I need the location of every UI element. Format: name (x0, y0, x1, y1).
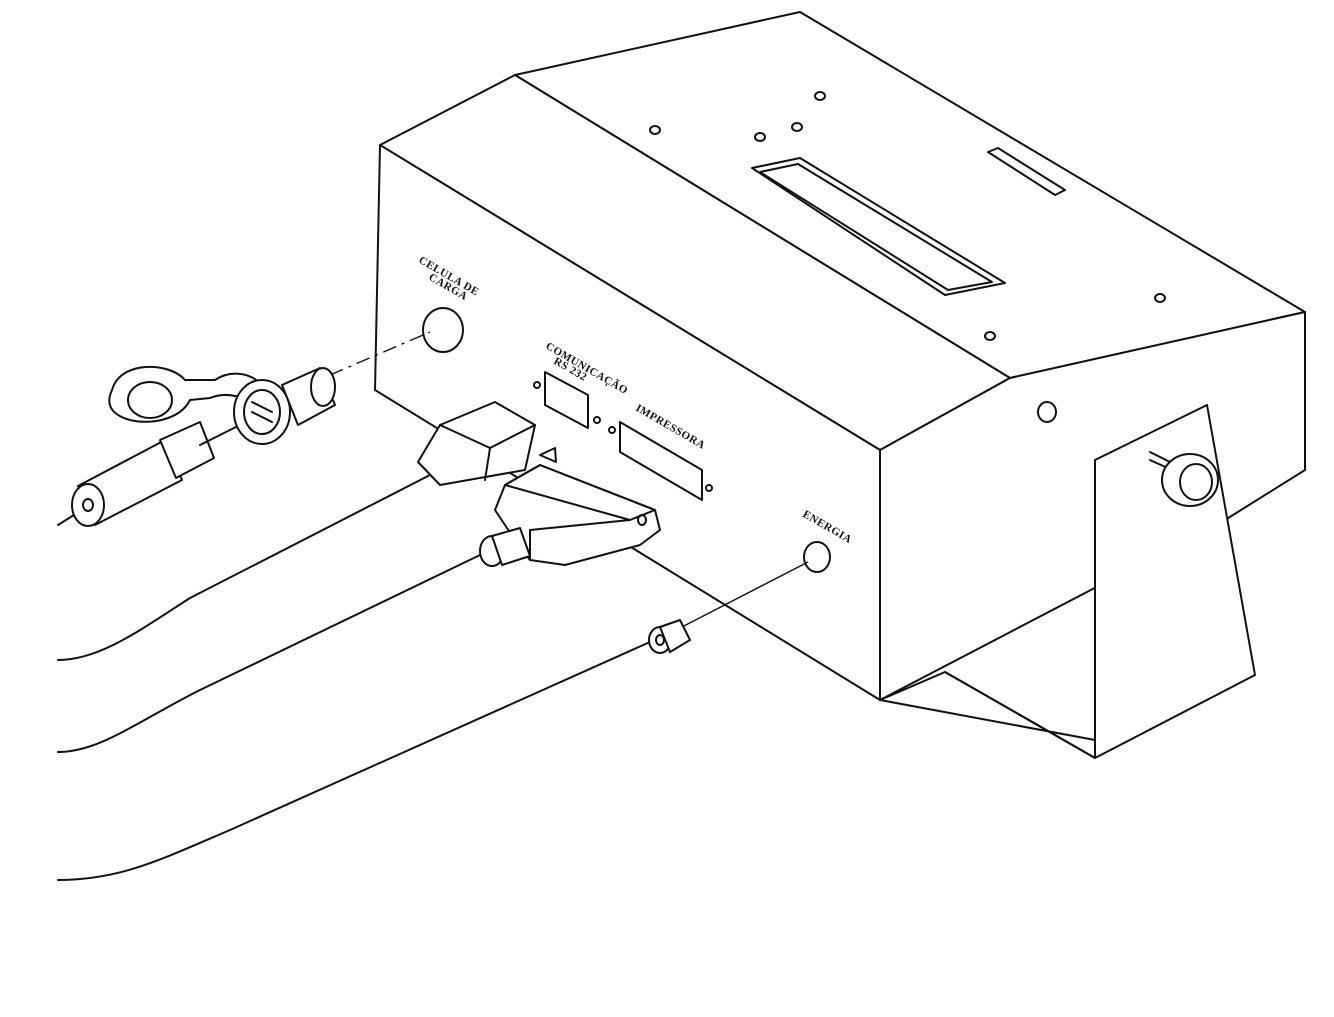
bracket-base (879, 671, 1096, 759)
knob-icon (1149, 451, 1219, 507)
screw-hole (984, 331, 996, 341)
slot-opening (987, 147, 1066, 196)
display-window (751, 157, 1006, 296)
side-hole (1037, 401, 1057, 423)
power-plug-icon (57, 561, 809, 881)
screw-hole (754, 132, 766, 142)
load-cell-connector-icon (57, 331, 431, 527)
printer-port (619, 421, 703, 501)
load-cell-port (422, 307, 464, 353)
power-port (803, 541, 831, 573)
db9-connector-icon (57, 401, 557, 661)
db25-connector-icon (57, 464, 661, 753)
rs232-port (544, 371, 589, 429)
screw-hole (791, 122, 803, 132)
screw-hole (814, 91, 826, 101)
front-panel-ports (422, 307, 831, 573)
enclosure (374, 11, 1306, 759)
top-panel-details (649, 91, 1166, 423)
screw-hole (1154, 293, 1166, 303)
screw-hole (649, 125, 661, 135)
